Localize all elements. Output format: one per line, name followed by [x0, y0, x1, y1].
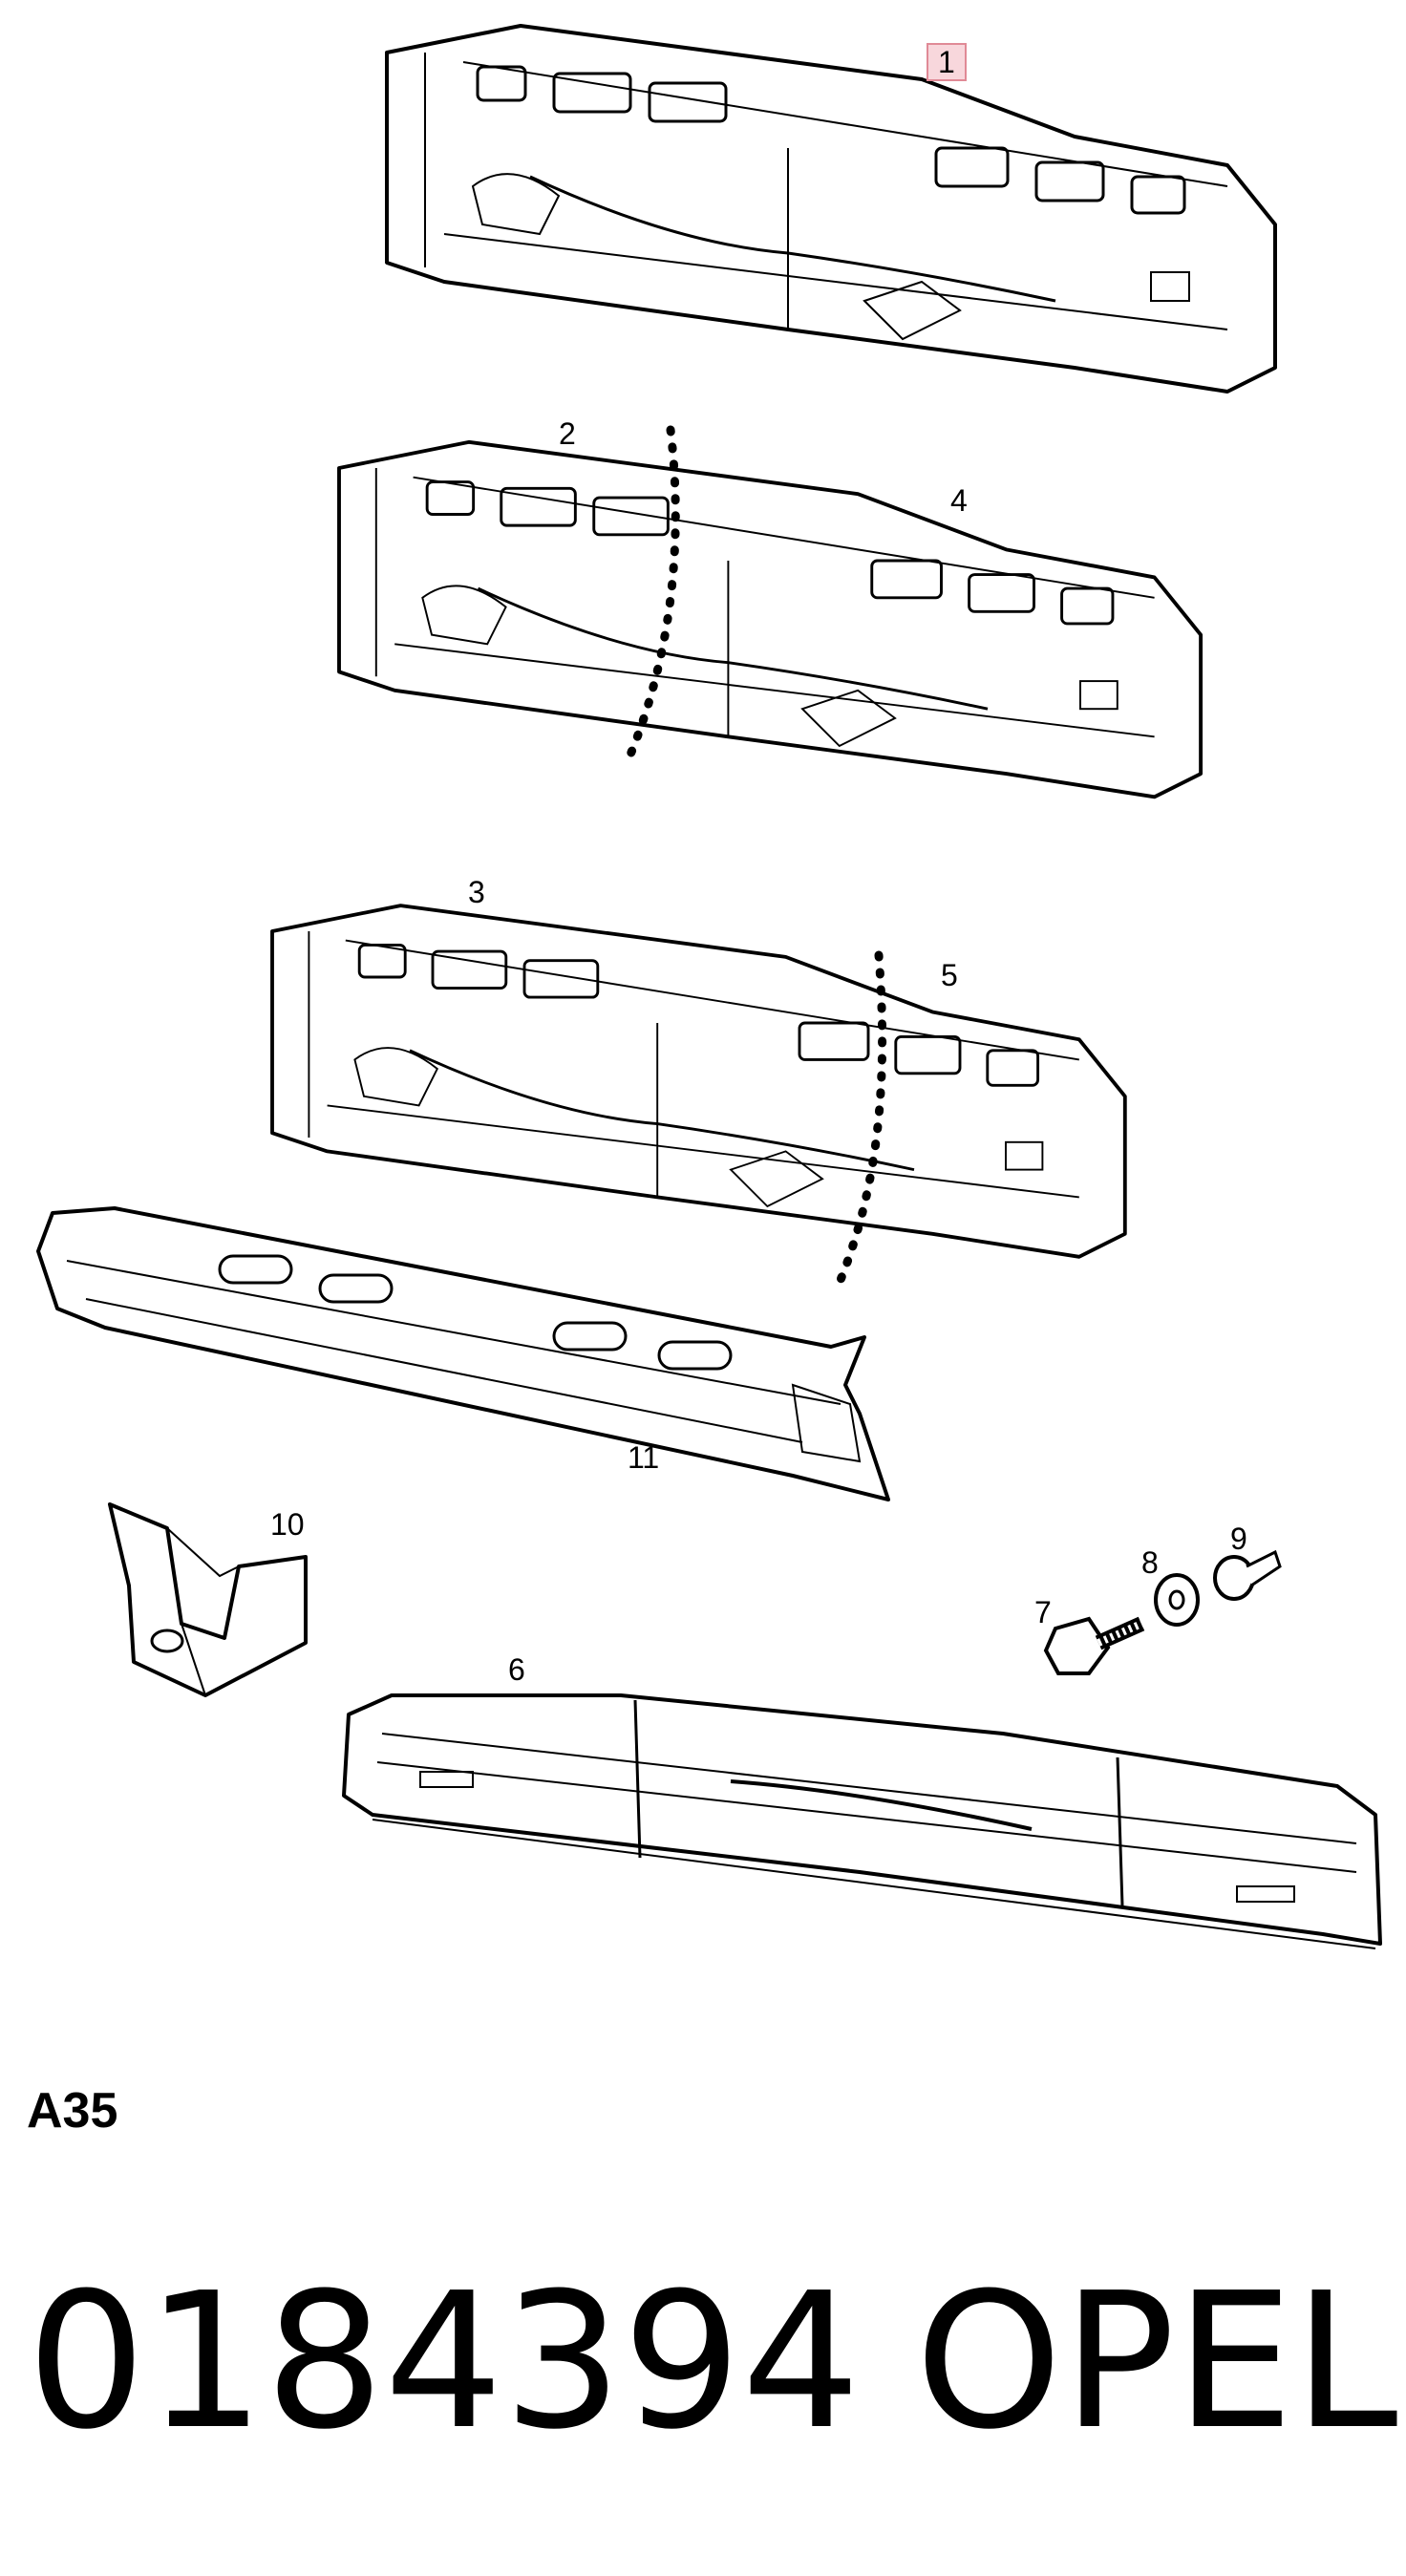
- callout-6: 6: [508, 1652, 525, 1687]
- brand-name: OPEL: [915, 2253, 1398, 2471]
- part-8-washer: [1154, 1573, 1200, 1627]
- callout-3: 3: [468, 875, 485, 909]
- part-1-rear-panel: [385, 24, 1277, 394]
- callout-5: 5: [941, 958, 958, 992]
- callout-9: 9: [1230, 1522, 1247, 1556]
- part-9-rivet: [1213, 1549, 1282, 1601]
- callout-8: 8: [1141, 1545, 1159, 1580]
- cut-line-right: [836, 950, 887, 1285]
- part-6-cross-member: [342, 1693, 1382, 1949]
- callout-7: 7: [1034, 1595, 1052, 1629]
- callout-10: 10: [270, 1507, 305, 1542]
- callout-11: 11: [628, 1440, 660, 1475]
- part-10-bracket: [108, 1502, 308, 1697]
- part-number: 0184394: [27, 2253, 861, 2471]
- section-code: A35: [27, 2083, 118, 2139]
- part-7-bolt: [1043, 1616, 1145, 1675]
- callout-4: 4: [950, 483, 968, 518]
- callout-2: 2: [559, 416, 576, 451]
- part-2-4-rear-panel: [337, 425, 1204, 799]
- callout-1: 1: [927, 43, 967, 81]
- part-3-5-rear-panel: [270, 904, 1127, 1285]
- part-11-reinforcement: [36, 1206, 890, 1501]
